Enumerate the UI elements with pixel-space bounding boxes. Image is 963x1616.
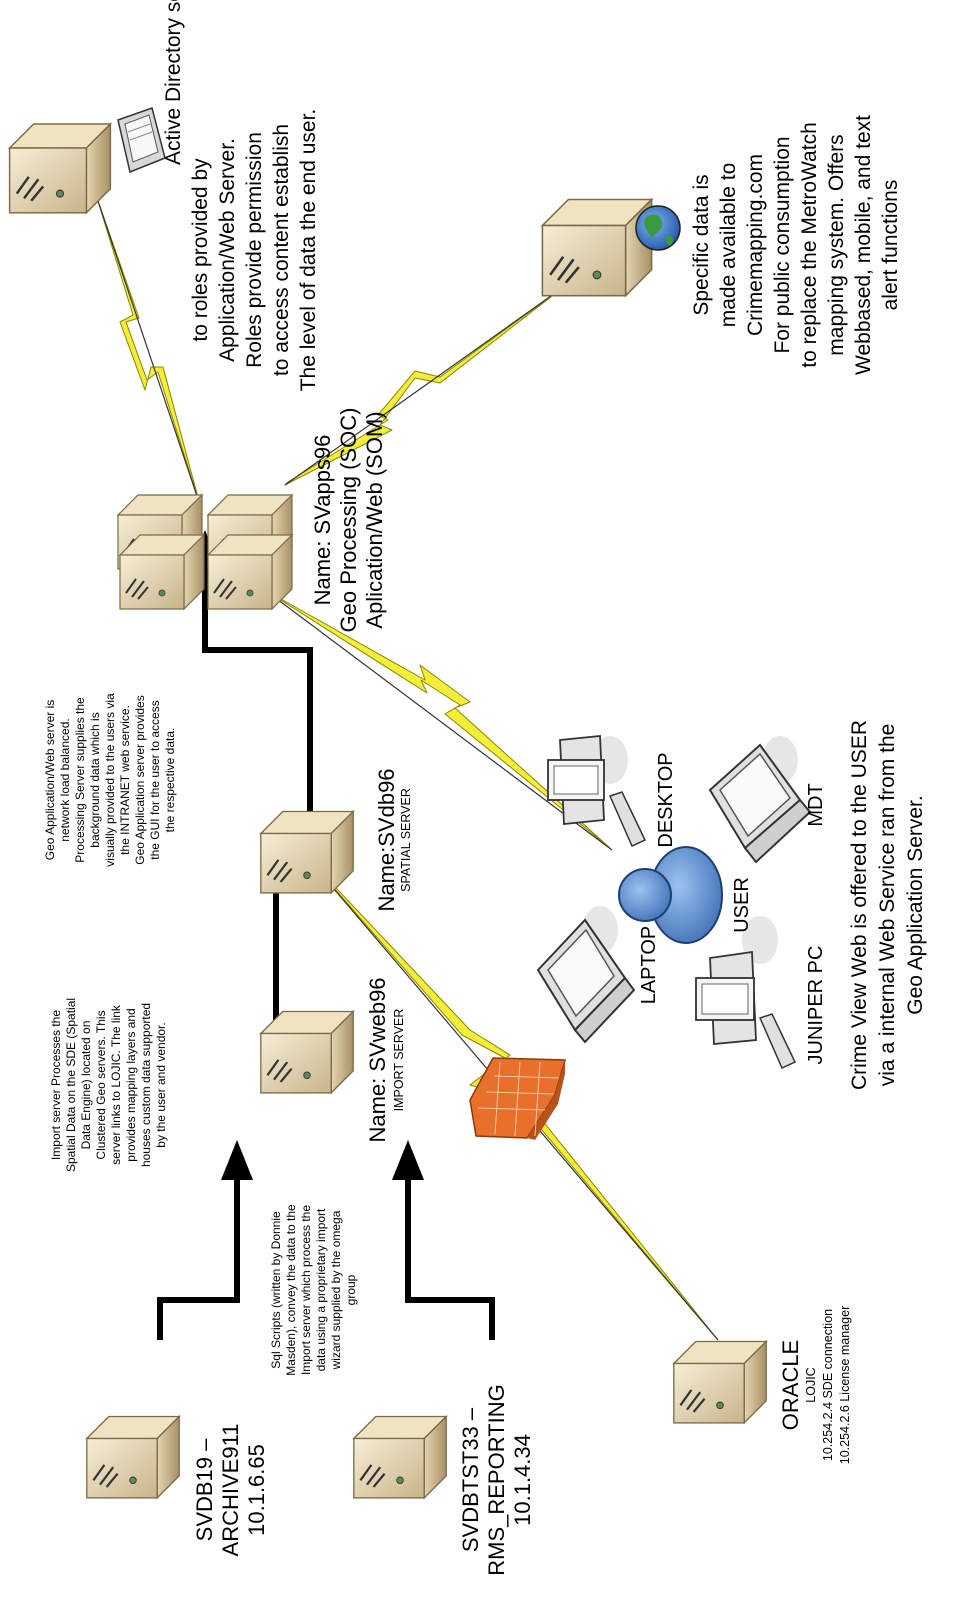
public-note-line-3: Crimemapping.com: [744, 154, 767, 336]
ad-note-line-3: Application/Web Server.: [216, 138, 239, 362]
import-note-line-7: houses custom data supported: [139, 1003, 153, 1167]
svdb19-line-2: ARCHIVE911: [218, 1424, 243, 1557]
svdb19-line-3: 10.1.6.65: [244, 1444, 269, 1536]
svdb96-name: Name:SVdb96: [374, 768, 399, 911]
server-svweb96: [259, 1010, 355, 1095]
sql-note-line-3: Import server which process the: [299, 1205, 313, 1375]
import-note-line-2: Spatial Data on the SDE (Spatial: [64, 998, 78, 1172]
data-flow-arrows: [157, 555, 495, 1340]
server-oracle: [672, 1340, 768, 1425]
text-svdb96-label: Name:SVdb96 SPATIAL SERVER: [374, 768, 413, 911]
oracle-line-3: 10.254.2.4 SDE connection: [821, 1309, 835, 1461]
import-note-line-1: Import server Processes the: [49, 1010, 63, 1160]
oracle-name: ORACLE: [778, 1340, 803, 1430]
svweb96-name: Name: SVweb96: [365, 977, 390, 1142]
geo-note-line-3: Processing Server supplies the: [73, 697, 87, 863]
svdbtst33-line-2: RMS_REPORTING: [484, 1384, 509, 1576]
text-import-note: Import server Processes the Spatial Data…: [49, 998, 168, 1172]
svdbtst33-line-1: SVDBTST33 –: [458, 1407, 483, 1552]
crime-note-line-2: via a internal Web Service ran from the: [876, 724, 899, 1087]
sql-note-line-2: Masden), convey the data to the: [284, 1204, 298, 1376]
oracle-line-4: 10.254.2.6 License manager: [838, 1306, 852, 1464]
label-user: USER: [731, 877, 753, 933]
server-svdbtst33: [352, 1415, 448, 1500]
svdb19-line-1: SVDB19 –: [192, 1438, 217, 1541]
desktop-icon: [547, 735, 647, 848]
sql-note-line-4: data using a proprietary import: [314, 1208, 328, 1371]
user-icon: [618, 846, 723, 944]
server-active-directory: [8, 107, 166, 215]
geo-note-line-7: Geo Application server provides: [133, 695, 147, 864]
ad-note-line-2: to roles provided by: [189, 158, 212, 342]
sql-note-line-5: wizard supplied by the omega: [329, 1210, 343, 1370]
arrow-archive-to-import: [157, 1175, 240, 1340]
text-geo-app-note: Geo Application/Web server is network lo…: [43, 693, 177, 867]
import-note-line-5: server links to LOJIC. The link: [109, 1004, 123, 1165]
ad-note-line-6: The level of data the end user.: [297, 109, 320, 392]
label-laptop: LAPTOP: [638, 926, 660, 1005]
crime-note-line-3: Geo Application Server.: [904, 795, 927, 1014]
server-public-web: [541, 198, 681, 298]
ad-note-line-5: to access content establish: [270, 124, 293, 376]
public-note-line-8: alert functions: [879, 180, 902, 311]
desktop-juniper-icon: [695, 916, 797, 1070]
geo-note-line-8: the GUI for the user to access: [148, 700, 162, 859]
text-crime-view-note: Crime View Web is offered to the USER vi…: [848, 720, 927, 1090]
svapps96-name: Name: SVapps96: [310, 435, 335, 606]
arrow-reporting-to-import: [405, 1175, 495, 1340]
text-svweb96-label: Name: SVweb96 IMPORT SERVER: [365, 977, 406, 1142]
text-active-directory-note: Active Directory server linked to roles …: [162, 0, 320, 391]
geo-note-line-2: network load balanced.: [58, 718, 72, 841]
import-note-line-6: provides mapping layers and: [124, 1008, 138, 1161]
text-client-labels: DESKTOP MDT USER LAPTOP JUNIPER PC: [638, 752, 827, 1064]
svapps96-line-3: Aplication/Web (SOM): [362, 411, 387, 628]
laptop-icon-left: [536, 906, 636, 1044]
laptop-mdt-icon: [708, 736, 812, 864]
import-note-line-3: Data Engine) located on: [79, 1021, 93, 1150]
sql-note-line-1: Sql Scripts (written by Donnie: [269, 1211, 283, 1369]
public-note-line-4: For public consumption: [771, 136, 794, 353]
server-svdb96: [259, 810, 355, 895]
public-note-line-5: to replace the MetroWatch: [798, 122, 821, 368]
oracle-line-2: LOJIC: [804, 1367, 818, 1402]
firewall-icon: [469, 1057, 566, 1140]
geo-note-line-5: visually provided to the users via: [103, 693, 117, 867]
crime-note-line-1: Crime View Web is offered to the USER: [848, 720, 871, 1090]
arrow-spatial-to-app: [202, 555, 313, 850]
public-note-line-7: Webbased, mobile, and text: [852, 115, 875, 375]
svdb96-subtitle: SPATIAL SERVER: [399, 788, 413, 892]
geo-note-line-4: background data which is: [88, 712, 102, 847]
geo-note-line-9: the respective data.: [163, 728, 177, 833]
import-note-line-8: by the user and vendor.: [154, 1022, 168, 1147]
label-desktop: DESKTOP: [655, 752, 677, 847]
ad-note-line-4: Roles provide permission: [243, 132, 266, 368]
text-svdb19-label: SVDB19 – ARCHIVE911 10.1.6.65: [192, 1424, 269, 1557]
svweb96-subtitle: IMPORT SERVER: [392, 1009, 406, 1112]
globe-icon: [635, 205, 681, 251]
sql-note-line-6: group: [344, 1274, 358, 1305]
ad-note-line-1: Active Directory server linked: [162, 0, 185, 165]
text-svdbtst33-label: SVDBTST33 – RMS_REPORTING 10.1.4.34: [458, 1384, 535, 1576]
svapps96-line-2: Geo Processing (SOC): [336, 408, 361, 633]
geo-note-line-1: Geo Application/Web server is: [43, 700, 57, 861]
public-note-line-2: made available to: [717, 163, 740, 328]
text-oracle-label: ORACLE LOJIC 10.254.2.4 SDE connection 1…: [778, 1306, 852, 1464]
text-sql-note: Sql Scripts (written by Donnie Masden), …: [269, 1204, 358, 1376]
svdbtst33-line-3: 10.1.4.34: [510, 1434, 535, 1526]
text-public-web-note: Specific data is made available to Crime…: [690, 115, 902, 375]
public-note-line-1: Specific data is: [690, 174, 713, 315]
geo-note-line-6: the INTRANET web service.: [118, 705, 132, 855]
laptop-icon: [117, 107, 166, 174]
label-juniper-pc: JUNIPER PC: [805, 946, 827, 1065]
label-mdt: MDT: [805, 783, 827, 826]
import-note-line-4: Clustered Geo servers. This: [94, 1010, 108, 1159]
text-svapps96-label: Name: SVapps96 Geo Processing (SOC) Apli…: [310, 408, 387, 633]
server-svdb19: [85, 1415, 181, 1500]
public-note-line-6: mapping system. Offers: [825, 134, 848, 355]
